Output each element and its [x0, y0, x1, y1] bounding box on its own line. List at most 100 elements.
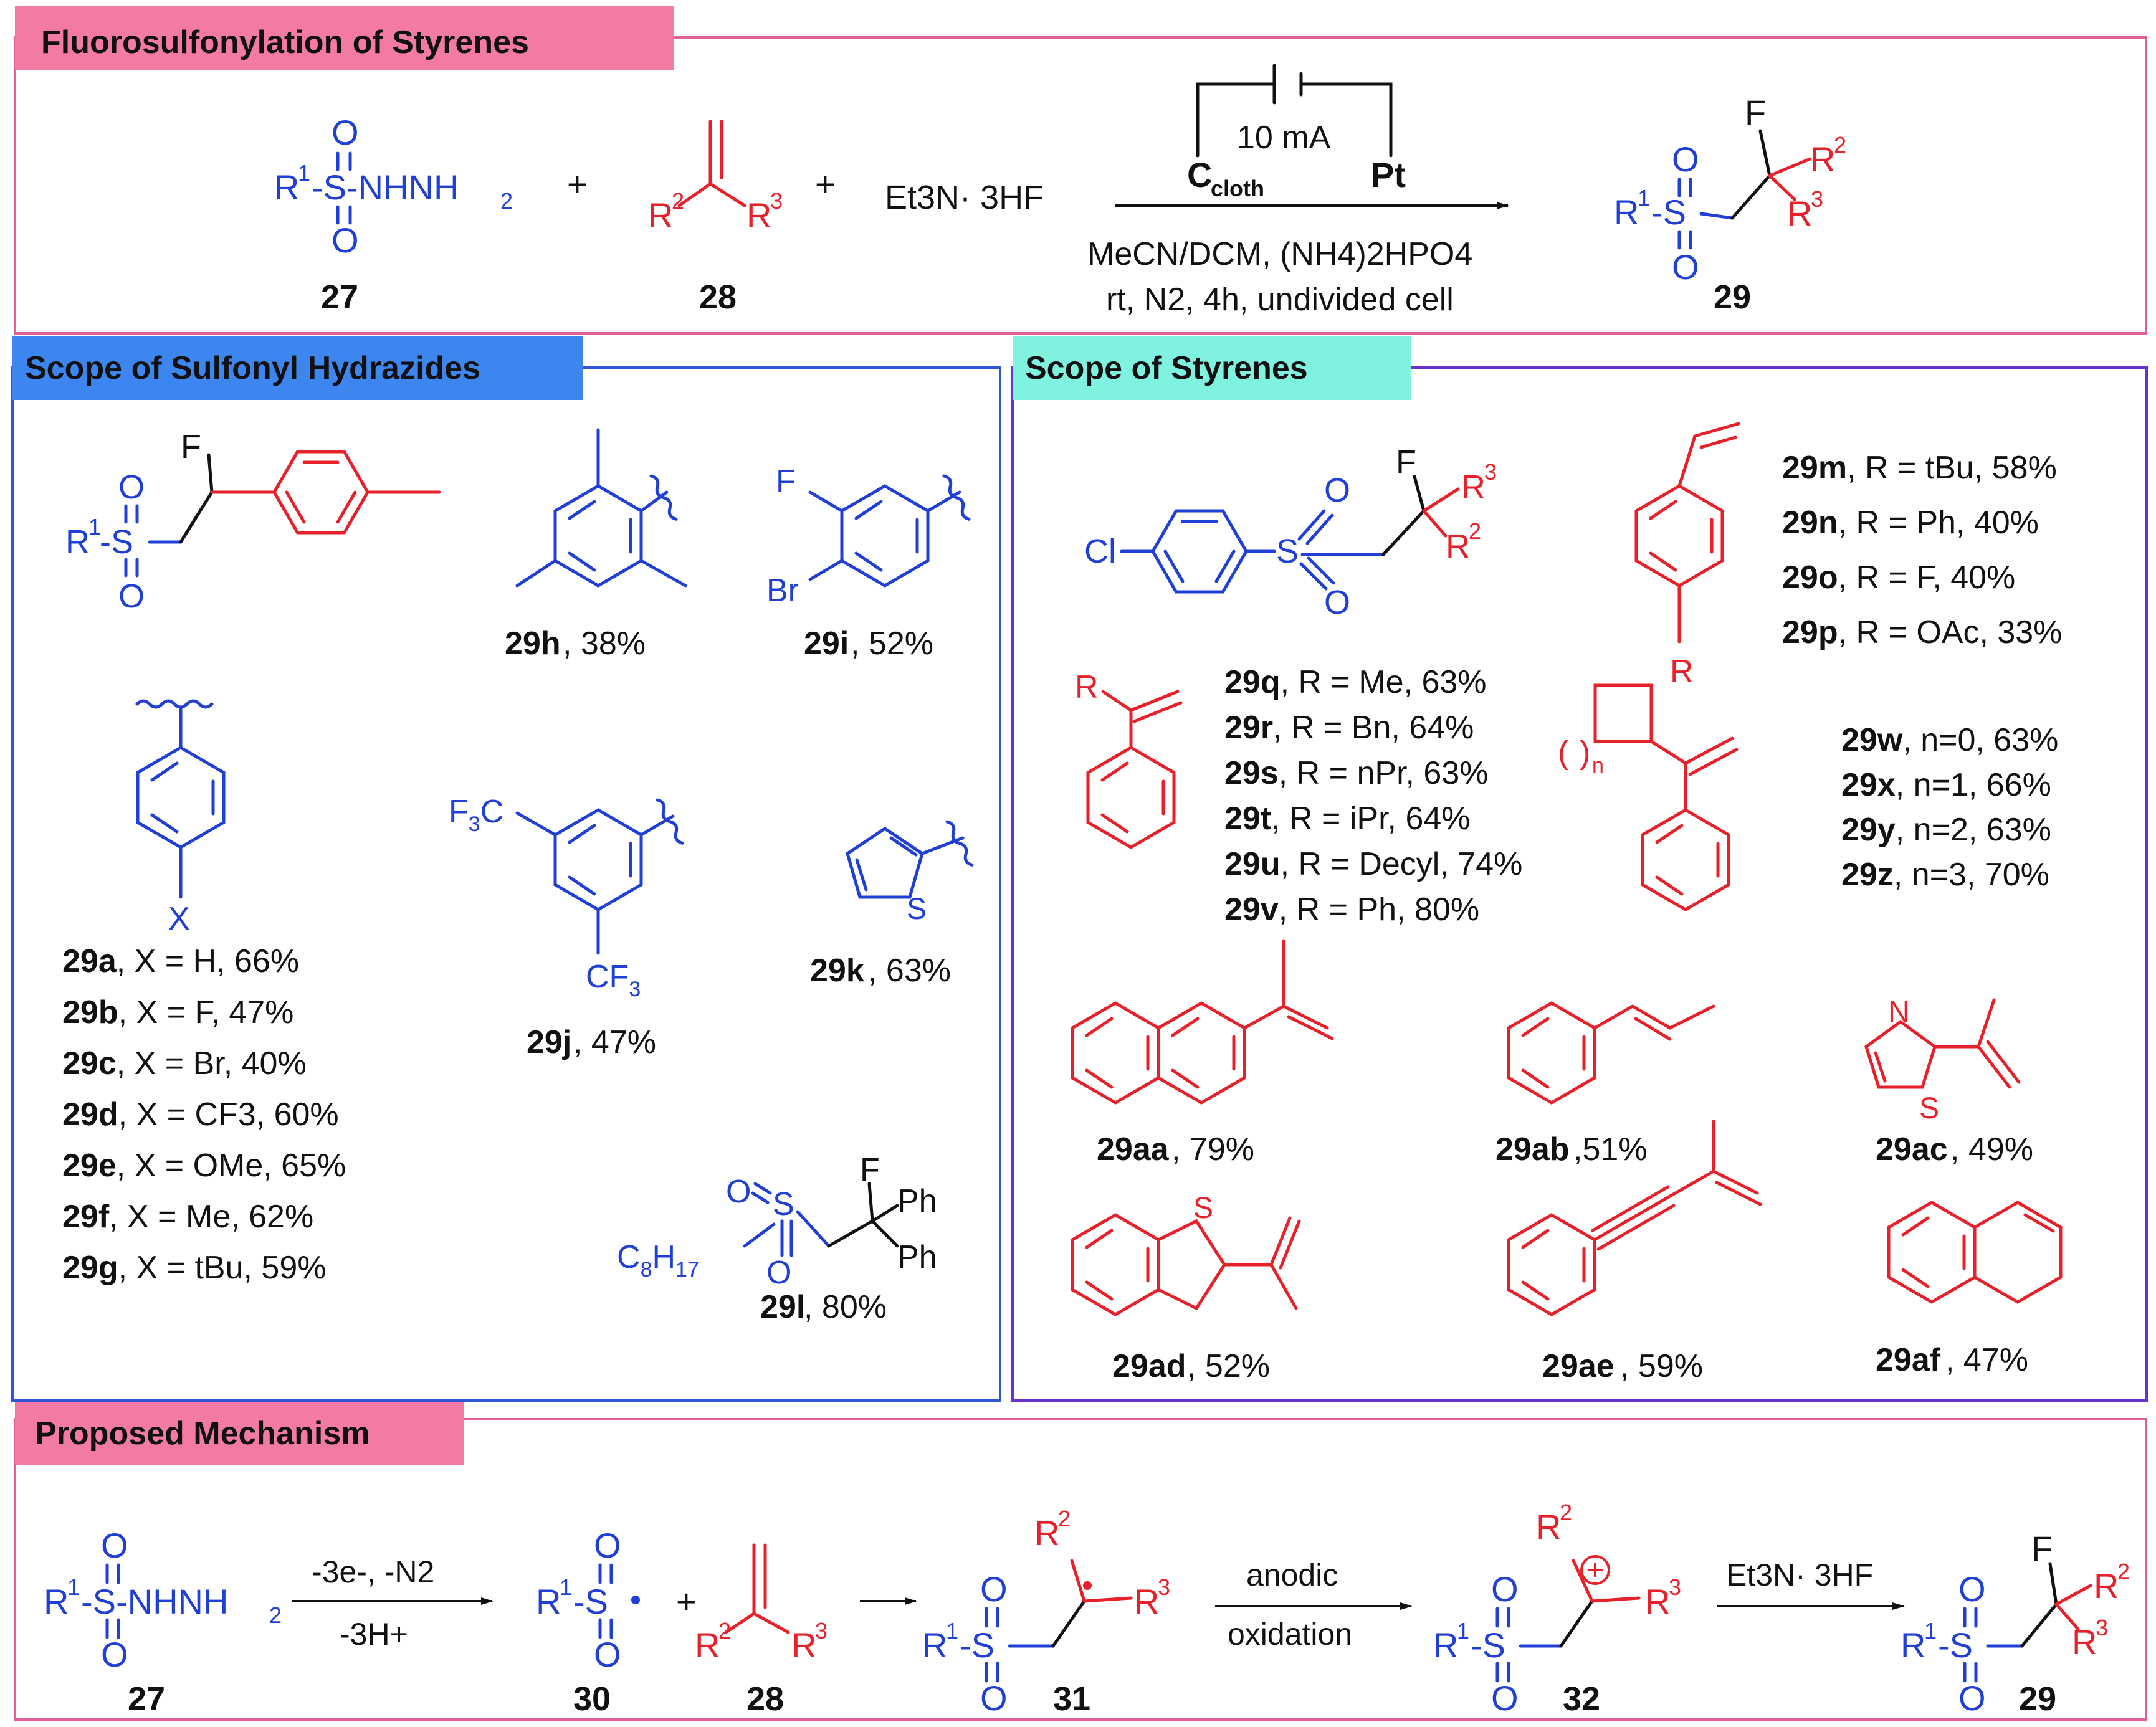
svg-text:cloth: cloth [1211, 176, 1264, 201]
svg-text:F: F [776, 464, 796, 500]
svg-text:29m, R = tBu, 58%: 29m, R = tBu, 58% [1782, 450, 2057, 486]
svg-text:O: O [332, 221, 359, 260]
svg-text:S: S [1919, 1092, 1939, 1125]
structure-29j: F3C CF3 29j , 47% [449, 794, 684, 1060]
svg-text:F: F [860, 1152, 880, 1188]
svg-text:): ) [1580, 735, 1590, 771]
svg-text:O: O [1958, 1678, 1986, 1718]
svg-text:S: S [1276, 533, 1299, 570]
svg-text:R: R [2094, 1566, 2119, 1606]
svg-text:-S: -S [1471, 1625, 1505, 1665]
mech-31: R 1 -S O O R 2 R 3 31 [922, 1506, 1170, 1718]
svg-text:29z, n=3, 70%: 29z, n=3, 70% [1841, 857, 2049, 893]
svg-text:, 52%: , 52% [851, 626, 933, 662]
svg-text:C: C [1187, 155, 1212, 194]
svg-text:S: S [1193, 1192, 1213, 1225]
svg-text:R: R [922, 1625, 947, 1665]
structure-29ad: S 29ad , 52% [1072, 1192, 1301, 1384]
hydrazide-generic-structure: R 1 -S O O F [65, 428, 441, 615]
svg-text:O: O [1324, 584, 1350, 621]
label-29ad: 29ad [1112, 1348, 1186, 1384]
label-29aa: 29aa [1097, 1131, 1170, 1168]
svg-text:R: R [1446, 528, 1470, 565]
hf-reagent: Et3N· 3HF [885, 179, 1044, 216]
svg-text:, 63%: , 63% [868, 953, 951, 989]
svg-text:3: 3 [1484, 459, 1497, 485]
svg-text:1: 1 [88, 514, 101, 540]
svg-text:1: 1 [560, 1574, 572, 1600]
structure-29ab: 29ab ,51% [1495, 1003, 1715, 1168]
svg-text:-S-NHNH: -S-NHNH [312, 168, 459, 207]
svg-text:O: O [1491, 1569, 1519, 1609]
svg-text:O: O [594, 1526, 621, 1565]
svg-text:29u, R = Decyl, 74%: 29u, R = Decyl, 74% [1224, 846, 1522, 882]
cathode-label: Pt [1371, 155, 1406, 194]
svg-text:29d, X = CF3, 60%: 29d, X = CF3, 60% [62, 1097, 339, 1133]
r-series-qv-list: 29q, R = Me, 63% 29r, R = Bn, 64% 29s, R… [1224, 664, 1522, 928]
svg-text:F: F [2031, 1529, 2053, 1568]
styrene-section-header-bg [1013, 336, 1411, 400]
svg-text:CF3: CF3 [586, 959, 641, 1001]
mech-30: R 1 -S O O 30 [536, 1526, 640, 1718]
svg-text:F: F [1396, 444, 1416, 481]
mechanism-section-frame [14, 1418, 2147, 1721]
current-label: 10 mA [1237, 120, 1331, 156]
svg-text:R: R [1645, 1582, 1670, 1621]
structure-29k: S 29k , 63% [810, 820, 974, 989]
svg-text:O: O [101, 1526, 128, 1565]
svg-text:2: 2 [1560, 1500, 1572, 1525]
svg-text:2: 2 [269, 1602, 282, 1628]
label-29h: 29h [505, 626, 561, 662]
svg-text:C8H17: C8H17 [617, 1239, 699, 1282]
label-29af: 29af [1876, 1342, 1941, 1378]
svg-text:(: ( [1558, 735, 1569, 771]
svg-text:29v, R = Ph, 80%: 29v, R = Ph, 80% [1224, 892, 1479, 928]
alkene-28: R 2 R 3 28 [648, 120, 783, 316]
r-series-mp-list: 29m, R = tBu, 58% 29n, R = Ph, 40% 29o, … [1782, 450, 2062, 650]
mech-step4-top: Et3N· 3HF [1726, 1558, 1873, 1592]
svg-text:29c, X = Br, 40%: 29c, X = Br, 40% [62, 1045, 307, 1082]
svg-text:O: O [332, 113, 359, 152]
hydrazide-section-header-bg [12, 336, 583, 400]
svg-text:R: R [648, 196, 673, 235]
label-29l: 29l [760, 1289, 805, 1325]
svg-text:O: O [980, 1569, 1008, 1609]
svg-text:n: n [1592, 754, 1604, 778]
top-section-title: Fluorosulfonylation of Styrenes [41, 24, 529, 60]
svg-text:2: 2 [1834, 132, 1846, 158]
svg-text:32: 32 [1563, 1680, 1600, 1718]
mech-plus: + [676, 1582, 697, 1621]
svg-text:R: R [1433, 1625, 1458, 1665]
svg-text:3: 3 [1669, 1574, 1681, 1600]
mechanism-section-title: Proposed Mechanism [35, 1415, 370, 1452]
svg-text:1: 1 [1457, 1618, 1469, 1644]
electrode-setup: 10 mA C cloth Pt [1187, 64, 1406, 201]
svg-text:R: R [791, 1625, 816, 1665]
svg-text:O: O [1672, 140, 1699, 179]
top-section-frame [14, 36, 2147, 335]
svg-text:1: 1 [298, 160, 310, 186]
label-28: 28 [699, 278, 737, 316]
mechanism-section-header-bg [15, 1402, 464, 1465]
conditions-line1: MeCN/DCM, (NH4)2HPO4 [1087, 236, 1472, 272]
structure-29m-p: R [1636, 422, 1740, 690]
svg-text:X: X [168, 901, 190, 937]
svg-text:O: O [726, 1174, 751, 1210]
label-29ab: 29ab [1495, 1131, 1570, 1168]
svg-text:, 80%: , 80% [804, 1289, 887, 1325]
svg-text:O: O [101, 1635, 128, 1674]
svg-text:2: 2 [2117, 1559, 2130, 1584]
svg-text:3: 3 [1811, 186, 1823, 212]
plus-1: + [567, 164, 588, 204]
svg-text:30: 30 [573, 1680, 611, 1718]
svg-text:O: O [118, 469, 145, 506]
svg-text:R: R [1810, 140, 1835, 179]
svg-text:29e, X = OMe, 65%: 29e, X = OMe, 65% [62, 1148, 346, 1184]
svg-text:29b, X = F, 47%: 29b, X = F, 47% [62, 994, 293, 1030]
structure-29h: 29h , 38% [505, 428, 687, 662]
svg-text:R: R [1901, 1625, 1925, 1665]
svg-text:Cl: Cl [1084, 533, 1116, 570]
x-series-list: 29a, X = H, 66% 29b, X = F, 47% 29c, X =… [62, 943, 346, 1286]
svg-text:O: O [1672, 247, 1699, 287]
svg-text:R: R [1614, 193, 1639, 232]
